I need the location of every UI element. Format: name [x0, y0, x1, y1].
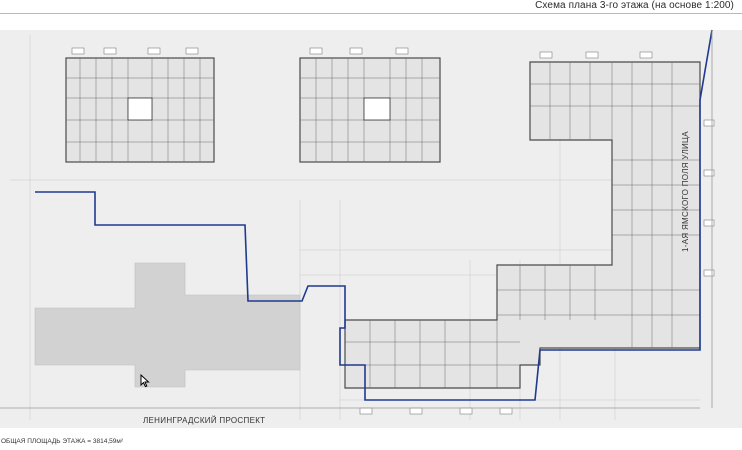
street-label-leningradsky: ЛЕНИНГРАДСКИЙ ПРОСПЕКТ — [143, 416, 266, 425]
title-divider — [0, 13, 742, 14]
neighbor-building — [34, 262, 301, 388]
street-label-yamskogo-polya: 1-АЯ ЯМСКОГО ПОЛЯ УЛИЦА — [681, 131, 690, 252]
l-shaped-wing — [344, 61, 701, 389]
site-boundary-line — [35, 29, 713, 401]
mouse-pointer-icon — [140, 374, 150, 388]
page-title: Схема плана 3-го этажа (на основе 1:200) — [535, 0, 734, 11]
tower-a — [65, 57, 215, 163]
tower-b — [299, 57, 441, 163]
floor-plan-drawing — [0, 29, 742, 428]
floor-area-total: ОБЩАЯ ПЛОЩАДЬ ЭТАЖА = 3814,59м² — [1, 438, 123, 445]
